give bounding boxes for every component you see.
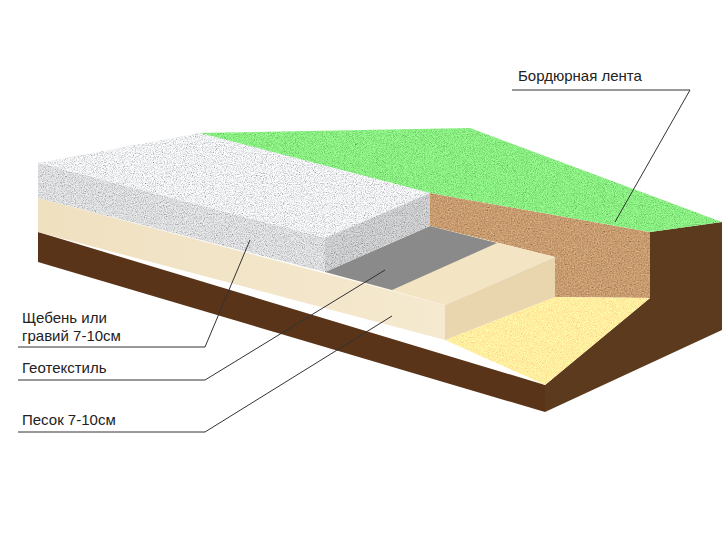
leader-line <box>18 270 385 380</box>
leader-line <box>18 240 250 347</box>
gravel-shade <box>38 163 325 272</box>
layer-label: Щебень или гравий 7-10см <box>22 309 140 345</box>
sand-side <box>445 257 555 340</box>
layer-label: Геотекстиль <box>22 359 107 377</box>
layer-label: Бордюрная лента <box>518 67 642 85</box>
leader-line <box>512 90 690 222</box>
gravel-front <box>38 163 325 272</box>
gravel-side-shade <box>325 193 430 272</box>
gravel-side <box>325 193 430 272</box>
layer-label: Песок 7-10см <box>22 411 116 429</box>
